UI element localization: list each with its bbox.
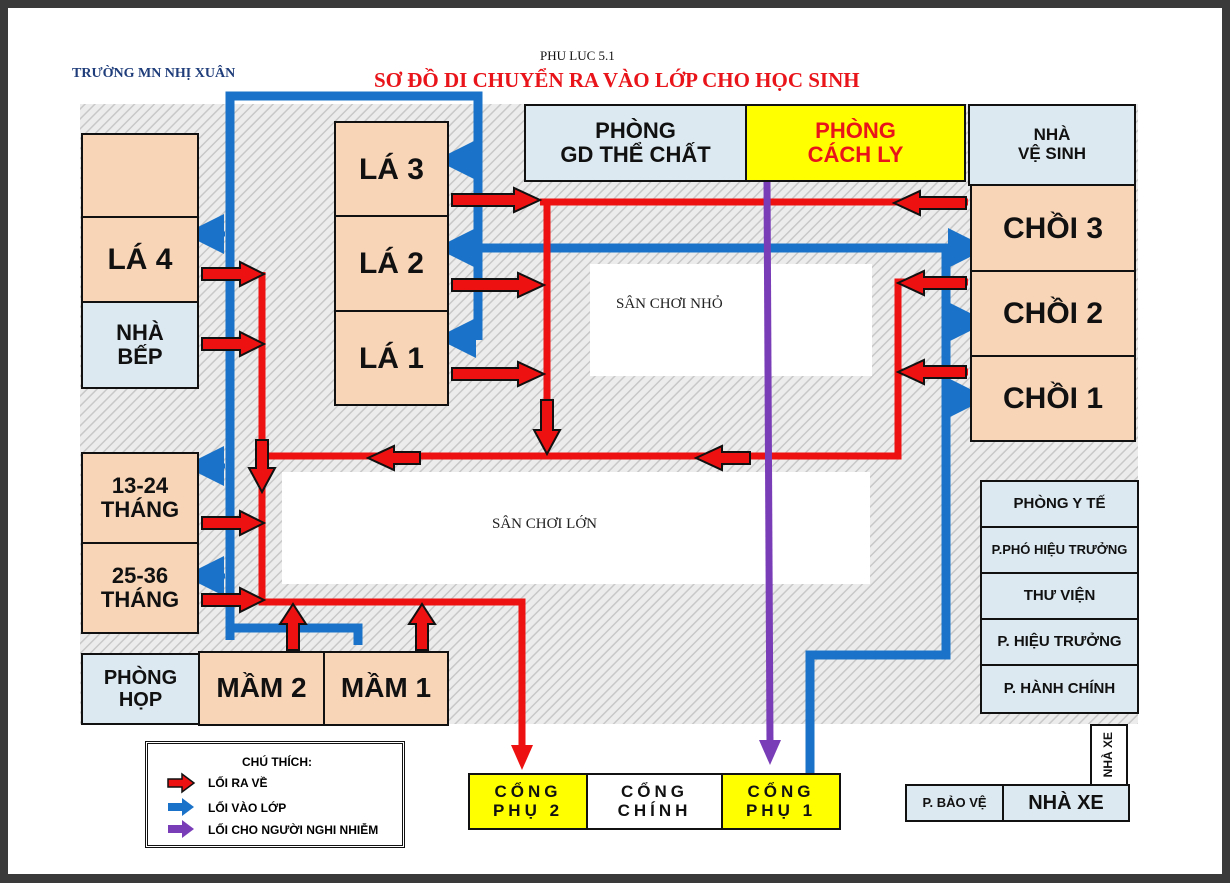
room-phong-gd-the-chat: PHÒNG GD THỂ CHẤT (524, 104, 747, 182)
gate-chinh: CỔNG CHÍNH (586, 773, 723, 830)
room-la2: LÁ 2 (334, 215, 449, 312)
legend-infected-label: LỐI CHO NGƯỜI NGHI NHIỄM (208, 823, 379, 837)
gate-phu-1: CỔNG PHỤ 1 (721, 773, 841, 830)
entry-routes (225, 91, 951, 774)
exit-arrows (201, 186, 967, 651)
entry-arrows (184, 140, 988, 596)
room-nha-xe-small: NHÀ XE (1090, 724, 1128, 786)
room-pho-hieu-truong: P.PHÓ HIỆU TRƯỞNG (980, 526, 1139, 574)
legend-title: CHÚ THÍCH: (242, 755, 312, 769)
room-nha-xe: NHÀ XE (1002, 784, 1130, 822)
room-13-24-thang: 13-24 THÁNG (81, 452, 199, 544)
room-bao-ve: P. BẢO VỆ (905, 784, 1004, 822)
room-phong-cach-ly: PHÒNG CÁCH LY (745, 104, 966, 182)
large-yard-label: SÂN CHƠI LỚN (492, 516, 597, 532)
room-hieu-truong: P. HIỆU TRƯỞNG (980, 618, 1139, 666)
appendix-label: PHU LUC 5.1 (540, 48, 615, 63)
room-nha-bep: NHÀ BẾP (81, 301, 199, 389)
infected-arrowhead (759, 740, 781, 765)
school-name: TRƯỜNG MN NHỊ XUÂN (72, 66, 236, 81)
room-phong-hop: PHÒNG HỌP (81, 653, 200, 725)
room-nha-ve-sinh: NHÀ VỆ SINH (968, 104, 1136, 186)
room-la4-top (81, 133, 199, 218)
room-thu-vien: THƯ VIỆN (980, 572, 1139, 620)
room-choi2: CHỒI 2 (970, 270, 1136, 357)
page-title: SƠ ĐỒ DI CHUYỂN RA VÀO LỚP CHO HỌC SINH (374, 68, 860, 92)
room-la3: LÁ 3 (334, 121, 449, 217)
room-choi1: CHỒI 1 (970, 355, 1136, 442)
legend-swatches (167, 772, 196, 838)
small-yard (590, 264, 872, 376)
legend: CHÚ THÍCH: LỐI RA VỀ LỐI VÀO LỚP LỐI CHO… (145, 741, 405, 848)
nha-xe-small-label: NHÀ XE (1101, 732, 1116, 778)
room-la1: LÁ 1 (334, 310, 449, 406)
room-phong-y-te: PHÒNG Y TẾ (980, 480, 1139, 528)
room-mam1: MẦM 1 (323, 651, 449, 726)
exit-arrowhead-gate2 (511, 745, 533, 770)
legend-enter-label: LỐI VÀO LỚP (208, 801, 287, 815)
small-yard-label: SÂN CHƠI NHỎ (616, 296, 723, 312)
legend-enter-icon (168, 798, 194, 816)
room-mam2: MẦM 2 (198, 651, 325, 726)
legend-exit-label: LỐI RA VỀ (208, 776, 268, 790)
legend-infected-icon (168, 820, 194, 838)
room-25-36-thang: 25-36 THÁNG (81, 542, 199, 634)
infected-route (763, 181, 774, 746)
room-hanh-chinh: P. HÀNH CHÍNH (980, 664, 1139, 714)
legend-exit-icon (167, 772, 196, 794)
room-la4: LÁ 4 (81, 216, 199, 303)
gate-phu-2: CỔNG PHỤ 2 (468, 773, 588, 830)
room-choi3: CHỒI 3 (970, 184, 1136, 272)
